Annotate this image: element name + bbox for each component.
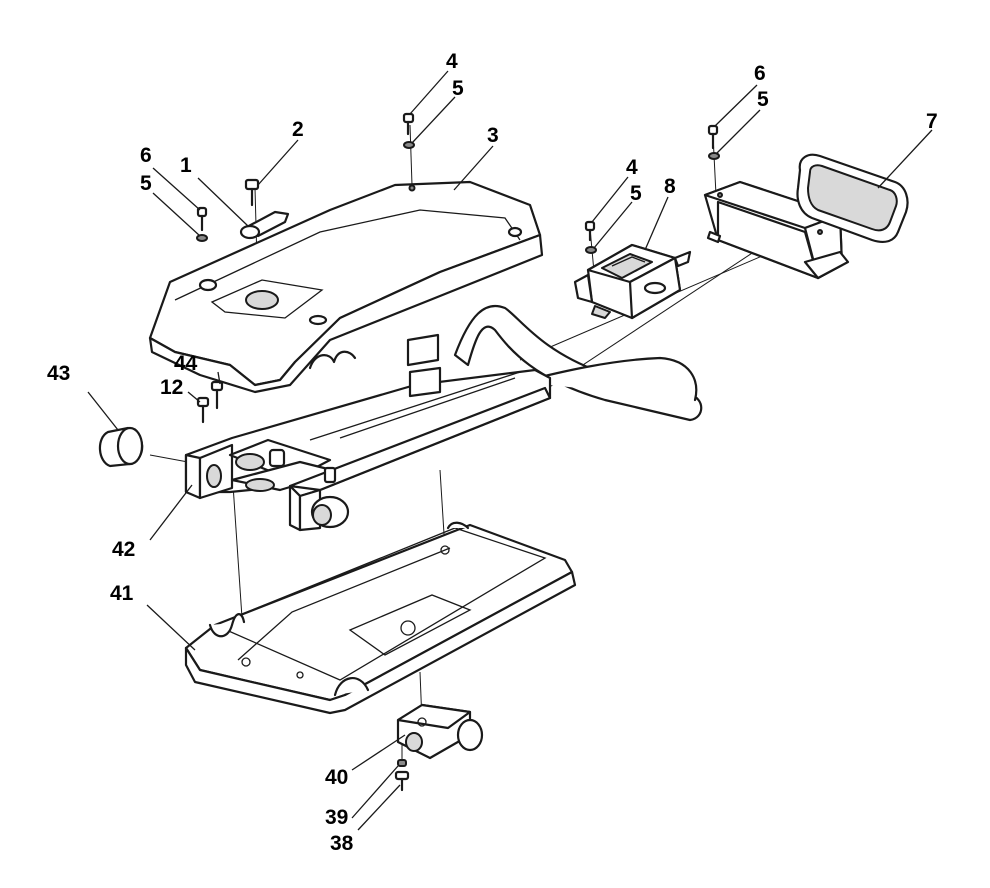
callout-6-right: 6 xyxy=(754,62,766,85)
callout-labels: 1 2 3 4 5 6 5 4 5 8 6 5 7 43 44 12 42 41… xyxy=(47,50,938,855)
callout-39: 39 xyxy=(325,806,348,829)
callout-7: 7 xyxy=(926,110,938,133)
switch-box-part-8 xyxy=(573,243,692,320)
callout-38: 38 xyxy=(330,832,354,855)
callout-40: 40 xyxy=(325,766,348,789)
screw-part-38 xyxy=(394,759,410,792)
callout-44: 44 xyxy=(174,352,198,375)
callout-5-left: 5 xyxy=(140,172,152,195)
callout-42: 42 xyxy=(112,538,135,561)
leader-lines xyxy=(87,70,933,831)
callout-5-right: 5 xyxy=(757,88,769,111)
tube-frame xyxy=(453,304,703,422)
screw-washer-right xyxy=(707,124,720,160)
screw-part-44 xyxy=(210,380,224,410)
callout-12: 12 xyxy=(160,376,183,399)
callout-8: 8 xyxy=(664,175,676,198)
pivot-bracket-part-40 xyxy=(396,703,484,760)
callout-1: 1 xyxy=(180,154,192,177)
callout-5-middle: 5 xyxy=(630,182,642,205)
screw-part-12 xyxy=(196,396,210,424)
screw-washer-top-middle xyxy=(402,112,415,149)
lower-shell-part-41 xyxy=(184,521,577,715)
callout-5-top: 5 xyxy=(452,77,464,100)
callout-4-middle: 4 xyxy=(626,156,638,179)
mirror-part-7 xyxy=(796,153,909,243)
handle-lever-part-1 xyxy=(239,210,290,240)
screw-part-2 xyxy=(244,178,260,207)
callout-4-top: 4 xyxy=(446,50,458,73)
end-cap-part-43 xyxy=(98,426,144,468)
callout-2: 2 xyxy=(292,118,304,141)
callout-43: 43 xyxy=(47,362,70,385)
screw-washer-near-8 xyxy=(584,220,597,254)
upper-cover-part-3 xyxy=(148,180,544,394)
callout-6-left: 6 xyxy=(140,144,152,167)
screw-washer-left xyxy=(196,206,208,242)
callout-3: 3 xyxy=(487,124,499,147)
callout-41: 41 xyxy=(110,582,134,605)
main-bracket-part-42 xyxy=(184,333,552,532)
